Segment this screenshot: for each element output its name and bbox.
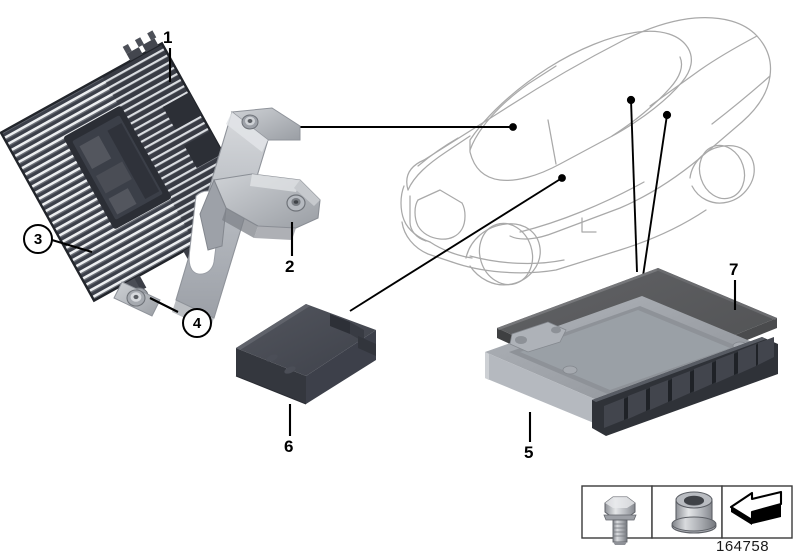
connector-pin-gaps [624,344,758,420]
callout-1: 1 [163,28,173,47]
legend-box-arrow [721,485,793,539]
legend-box-bolt [581,485,653,545]
callout-5: 5 [524,443,534,462]
part-relay-module [235,304,376,405]
legend-box-nut [651,485,723,539]
part-control-unit [485,296,778,436]
callout-4: 4 [182,308,212,338]
bracket-grommet-upper [241,114,259,130]
leader-lines [298,95,672,312]
part-bracket-small [199,173,321,251]
connector-pins [604,337,774,428]
flange-nut-icon [671,491,717,534]
direction-arrow-icon [729,490,783,525]
hex-bolt-icon [603,496,637,545]
callout-2: 2 [285,257,295,276]
diagram-id-number: 164758 [716,538,770,555]
callout-7: 7 [729,260,739,279]
callout-6: 6 [284,437,294,456]
callout-3: 3 [23,224,53,254]
vehicle-outline [400,17,772,286]
callout-3-label: 3 [33,230,43,248]
callout-4-label: 4 [192,314,202,332]
